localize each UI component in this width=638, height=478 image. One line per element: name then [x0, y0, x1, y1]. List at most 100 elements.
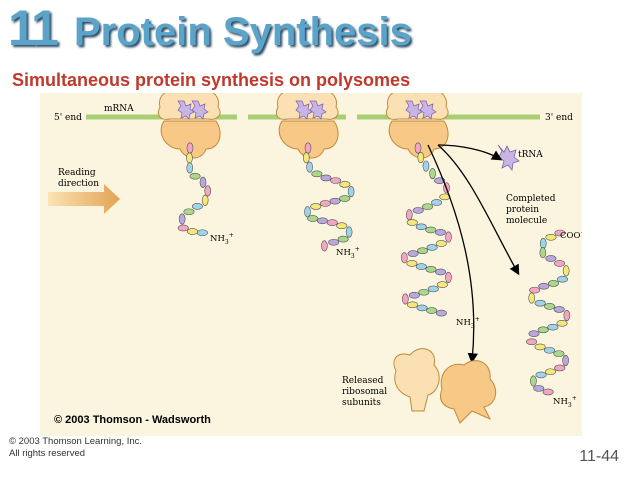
completed-protein-residue: [530, 375, 537, 387]
ribosome-2: [275, 88, 339, 159]
completed-protein-residue: [526, 338, 538, 346]
polypeptide-3-residue: [402, 293, 409, 305]
polypeptide-2-residue: [345, 226, 353, 238]
polypeptide-3-residue: [431, 199, 443, 206]
completed-protein-residue: [528, 330, 540, 337]
polypeptide-2-residue: [328, 238, 340, 246]
completed-protein-residue: [534, 299, 546, 307]
completed-protein-residue: [554, 260, 566, 267]
completed-protein-residue: [543, 346, 555, 354]
completed-label-line1: Completed: [506, 194, 556, 204]
polypeptide-3-residue: [407, 301, 419, 309]
chapter-number: 11: [8, 0, 59, 56]
completed-protein-residue: [533, 385, 545, 392]
polypeptide-2-residue: [330, 177, 342, 184]
completed-protein-residue: [562, 354, 569, 366]
polypeptide-2-residue: [306, 161, 313, 173]
completed-protein-residue: [554, 229, 566, 237]
polypeptide-3-residue: [425, 226, 437, 234]
polypeptide-2: [302, 142, 355, 252]
protein-release-arrow: [437, 144, 520, 276]
polypeptide-3-residue: [435, 309, 447, 317]
polypeptide-3-residue: [435, 240, 447, 247]
polypeptide-3-residue: [406, 209, 413, 221]
polypeptide-3-residue: [426, 244, 438, 251]
polypeptide-3-residue: [415, 223, 427, 231]
polypeptide-2-residue: [310, 203, 322, 210]
polypeptide-2-residue: [302, 152, 310, 164]
trna-icon: [497, 144, 520, 171]
completed-label-line3: molecule: [506, 216, 547, 226]
polypeptide-3-residue: [401, 252, 408, 264]
polypeptide-3-residue: [417, 247, 429, 254]
polypeptide-1-residue: [183, 208, 195, 216]
polypeptide-2-residue: [326, 219, 338, 226]
polypeptide-1-residue: [186, 152, 193, 164]
polypeptide-1-residue: [204, 185, 212, 197]
polypeptide-1-residue: [186, 162, 194, 174]
reading-direction-line1: Reading: [58, 168, 96, 178]
released-label-line2: ribosomal: [342, 387, 387, 397]
completed-protein-residue: [553, 350, 565, 357]
polypeptide-1-residue: [178, 213, 186, 225]
polypeptide-3-residue: [416, 304, 428, 312]
completed-protein-residue: [547, 323, 559, 331]
polypeptide-1-residue: [201, 194, 209, 206]
completed-protein-residue: [554, 364, 566, 372]
nh3-label-2: NH3+: [336, 246, 360, 260]
polypeptide-3-residue: [414, 142, 422, 154]
polypeptide-2-residue: [316, 217, 328, 225]
completed-protein-residue: [544, 303, 556, 310]
polypeptide-3: [401, 142, 452, 317]
polypeptide-3-residue: [422, 203, 434, 210]
polypeptide-3-residue: [436, 281, 448, 288]
polypeptide-3-residue: [406, 260, 418, 267]
polypeptide-1-residue: [191, 203, 203, 210]
polypeptide-3-residue: [417, 152, 425, 164]
polypeptide-2-residue: [339, 195, 351, 202]
coo-text: COO: [560, 231, 580, 241]
slide-title: Protein Synthesis: [74, 10, 412, 54]
figure-copyright: © 2003 Thomson - Wadsworth: [54, 414, 211, 426]
polypeptide-3-residue: [425, 266, 437, 273]
polypeptide-3-residue: [435, 229, 447, 236]
released-subunits: [393, 348, 497, 424]
polypeptide-3-residue: [412, 207, 424, 214]
polypeptide-3-residue: [429, 168, 436, 180]
polypeptide-3-residue: [426, 307, 438, 314]
polypeptide-1-residue: [177, 224, 189, 232]
polypeptide-2-residue: [321, 240, 328, 252]
trna-label: tRNA: [518, 150, 543, 160]
page-number: 11-44: [579, 448, 619, 465]
polypeptide-3-residue: [422, 160, 430, 172]
nh3-label-1: NH3+: [210, 232, 234, 246]
released-label-line1: Released: [342, 376, 384, 386]
polypeptide-3-residue: [418, 288, 430, 296]
footer-rights: All rights reserved: [9, 448, 86, 459]
footer-copyright: © 2003 Thomson Learning, Inc.: [9, 436, 143, 447]
polypeptide-1: [177, 142, 212, 237]
polypeptide-2-residue: [304, 206, 311, 218]
polypeptide-2-residue: [337, 235, 349, 243]
polypeptide-2-residue: [319, 200, 331, 207]
polypeptide-3-residue: [407, 250, 419, 257]
completed-label-line2: protein: [506, 205, 539, 215]
polypeptide-2-residue: [347, 186, 355, 198]
completed-protein-residue: [539, 237, 547, 249]
polypeptide-2-residue: [307, 215, 319, 222]
polysome-diagram: mRNA 5' end 3' end Reading direction tRN…: [48, 88, 585, 424]
reading-direction-line2: direction: [58, 179, 99, 189]
mrna-label: mRNA: [104, 104, 134, 114]
completed-protein-residue: [545, 255, 557, 262]
completed-protein-residue: [547, 280, 559, 287]
released-label-line3: subunits: [342, 398, 381, 408]
completed-protein-residue: [556, 275, 568, 283]
polypeptide-3-residue: [435, 268, 447, 276]
completed-protein-residue: [553, 306, 565, 313]
five-prime-end-label: 5' end: [54, 113, 82, 123]
completed-protein-residue: [545, 233, 557, 241]
polysome-figure: mRNA 5' end 3' end Reading direction tRN…: [40, 88, 585, 436]
polypeptide-3-residue: [408, 291, 420, 299]
polypeptide-2-residue: [329, 197, 341, 205]
three-prime-end-label: 3' end: [545, 113, 573, 123]
